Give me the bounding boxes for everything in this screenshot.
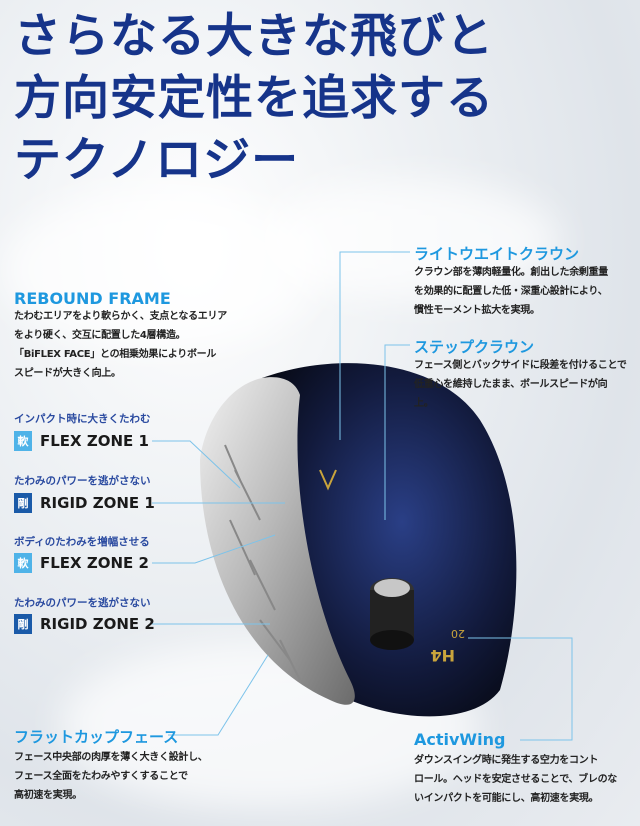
text-line: ロール。ヘッドを安定させることで、ブレのな xyxy=(414,774,617,785)
text-line: ダウンスイング時に発生する空力をコント xyxy=(414,755,599,766)
activwing-text: ダウンスイング時に発生する空力をコント ロール。ヘッドを安定させることで、ブレの… xyxy=(414,751,617,808)
club-model-marking: H4 xyxy=(430,646,455,665)
flat-cup-face-heading: フラットカップフェース xyxy=(14,728,179,746)
text-line: 上。 xyxy=(414,398,434,409)
cloud-decoration xyxy=(260,180,560,300)
text-line: をより硬く、交互に配置した4層構造。 xyxy=(14,330,186,341)
leader-lines xyxy=(152,251,573,741)
flex-zone-2-caption: ボディのたわみを増幅させる xyxy=(14,536,150,548)
text-line: フェース全面をたわみやすくすることで xyxy=(14,771,188,782)
text-line: クラウン部を薄肉軽量化。創出した余剰重量 xyxy=(414,267,608,278)
soft-badge: 軟 xyxy=(14,553,32,573)
title-line: 方向安定性を追求する xyxy=(14,71,494,126)
cloud-decoration xyxy=(0,190,320,350)
club-loft-marking: 20 xyxy=(451,627,465,640)
flex-zone-2: 軟 FLEX ZONE 2 xyxy=(14,553,149,573)
title-line: テクノロジー xyxy=(14,133,300,188)
flex-zone-1-caption: インパクト時に大きくたわむ xyxy=(14,413,151,425)
text-line: 高初速を実現。 xyxy=(14,790,82,801)
rebound-frame-heading: REBOUND FRAME xyxy=(14,289,171,308)
zone-name: RIGID ZONE 1 xyxy=(40,494,155,512)
text-line: 「BiFLEX FACE」との相乗効果によりボール xyxy=(14,349,217,360)
page-title: さらなる大きな飛びと 方向安定性を追求する テクノロジー xyxy=(14,6,494,192)
text-line: フェース中央部の肉厚を薄く大きく設計し、 xyxy=(14,752,208,763)
flex-zone-1: 軟 FLEX ZONE 1 xyxy=(14,431,149,451)
zone-name: FLEX ZONE 1 xyxy=(40,432,149,450)
rigid-badge: 剛 xyxy=(14,614,32,634)
rigid-zone-2-caption: たわみのパワーを逃がさない xyxy=(14,597,151,609)
rebound-frame-text: たわむエリアをより軟らかく、支点となるエリア をより硬く、交互に配置した4層構造… xyxy=(14,307,227,383)
rigid-zone-1-caption: たわみのパワーを逃がさない xyxy=(14,475,151,487)
text-line: いインパクトを可能にし、高初速を実現。 xyxy=(414,793,599,804)
rigid-zone-1: 剛 RIGID ZONE 1 xyxy=(14,493,155,513)
title-line: さらなる大きな飛びと xyxy=(14,9,494,64)
text-line: を効果的に配置した低・深重心設計により、 xyxy=(414,286,608,297)
text-line: フェース側とバックサイドに段差を付けることで xyxy=(414,360,627,371)
flat-cup-face-text: フェース中央部の肉厚を薄く大きく設計し、 フェース全面をたわみやすくすることで … xyxy=(14,748,208,805)
step-crown-text: フェース側とバックサイドに段差を付けることで 低重心を維持したまま、ボールスピー… xyxy=(414,356,627,413)
soft-badge: 軟 xyxy=(14,431,32,451)
text-line: 低重心を維持したまま、ボールスピードが向 xyxy=(414,379,608,390)
step-crown-heading: ステップクラウン xyxy=(414,338,535,356)
text-line: 慣性モーメント拡大を実現。 xyxy=(414,305,540,316)
zone-name: FLEX ZONE 2 xyxy=(40,554,149,572)
text-line: たわむエリアをより軟らかく、支点となるエリア xyxy=(14,311,227,322)
text-line: スピードが大きく向上。 xyxy=(14,368,121,379)
lightweight-crown-text: クラウン部を薄肉軽量化。創出した余剰重量 を効果的に配置した低・深重心設計により… xyxy=(414,263,608,320)
club-face xyxy=(200,377,355,705)
rigid-badge: 剛 xyxy=(14,493,32,513)
rigid-zone-2: 剛 RIGID ZONE 2 xyxy=(14,614,155,634)
zone-name: RIGID ZONE 2 xyxy=(40,615,155,633)
activwing-heading: ActivWing xyxy=(414,730,506,749)
lightweight-crown-heading: ライトウエイトクラウン xyxy=(414,245,580,263)
